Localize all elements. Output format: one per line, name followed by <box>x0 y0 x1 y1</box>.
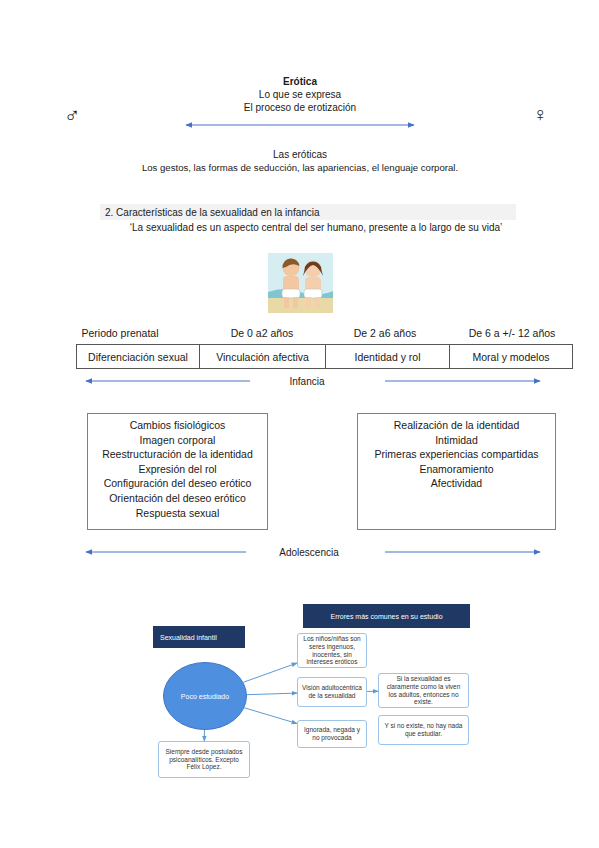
concept-box: Visión adultocéntrica de la sexualidad <box>297 677 367 707</box>
list-box: Cambios fisiológicosImagen corporalReest… <box>87 413 268 530</box>
concept-box: Si la sexualidad es claramente como la v… <box>378 673 469 708</box>
text-label: De 0 a2 años <box>202 327 322 340</box>
child-leg <box>284 297 289 308</box>
gender-symbol: ♀ <box>520 102 560 126</box>
child-diaper <box>282 289 300 298</box>
text-label: Adolescencia <box>249 546 369 559</box>
node-text: Si la sexualidad es claramente como la v… <box>382 675 465 705</box>
text-label: Erótica <box>150 75 450 88</box>
concept-box: Los niños/niñas son seres ingenuos, inoc… <box>297 633 367 668</box>
node-text: Configuración del deseo erótico <box>104 476 252 491</box>
child-head <box>305 261 322 278</box>
child-body <box>305 277 321 292</box>
node-text: 2. Características de la sexualidad en l… <box>105 207 320 218</box>
connector-arrow <box>244 708 297 724</box>
concept-box: Ignorada, negada y no provocada <box>297 720 367 748</box>
child-hair <box>303 262 323 277</box>
concept-ellipse: Poco estudiado <box>163 662 247 730</box>
text-label: Los gestos, las formas de seducción, las… <box>20 161 580 174</box>
connector-arrow <box>247 693 297 695</box>
text-label: El proceso de erotización <box>150 101 450 114</box>
timeline-arrow <box>86 381 250 382</box>
text-label: Infancia <box>247 375 367 388</box>
text-label: De 6 a +/- 12 años <box>447 327 577 340</box>
node-text: Errores más comunes en su estudio <box>330 613 442 620</box>
text-label: Las eróticas <box>150 148 450 161</box>
illustration-ground <box>268 298 333 313</box>
child-body <box>283 276 299 292</box>
child-diaper <box>304 289 322 298</box>
double-arrow <box>186 125 414 126</box>
text-label: Lo que se expresa <box>150 88 450 101</box>
heading-box: Errores más comunes en su estudio <box>303 604 470 628</box>
node-text: Orientación del deseo erótico <box>109 491 246 506</box>
node-text: Identidad y rol <box>355 351 421 363</box>
list-box: Realización de la identidadIntimidadPrim… <box>357 413 556 530</box>
text-label: De 2 a6 años <box>325 327 445 340</box>
child-head <box>283 260 300 277</box>
node-text: Vinculación afectiva <box>216 351 309 363</box>
node-text: Poco estudiado <box>181 693 229 700</box>
text-label: ‘La sexualidad es un aspecto central del… <box>120 221 512 234</box>
child-leg <box>293 297 298 308</box>
node-text: Respuesta sexual <box>136 506 219 521</box>
illustration-water <box>268 289 333 298</box>
node-text: Visión adultocéntrica de la sexualidad <box>301 684 363 699</box>
node-text: Diferenciación sexual <box>88 351 188 363</box>
stage-cell: Identidad y rol <box>325 344 450 369</box>
ellipse-fill <box>164 663 247 730</box>
child-leg <box>315 297 320 308</box>
concept-box: Y si no existe, no hay nada que estudiar… <box>378 715 469 745</box>
node-text: Sexualidad infantil <box>160 634 217 641</box>
concept-box: Siempre desde postulados psicoanalíticos… <box>158 741 250 778</box>
text-label: Periodo prenatal <box>60 327 180 340</box>
node-text: Expresión del rol <box>138 462 216 477</box>
child-hair <box>282 258 299 268</box>
node-text: Realización de la identidad <box>394 418 520 433</box>
node-text: Enamoramiento <box>419 462 493 477</box>
section-heading-band: 2. Características de la sexualidad en l… <box>100 204 516 220</box>
timeline-arrow <box>86 552 246 553</box>
node-text: Moral y modelos <box>472 351 549 363</box>
node-text: Afectividad <box>431 476 482 491</box>
children-illustration <box>268 253 333 313</box>
timeline-arrow <box>385 381 540 382</box>
node-text: Siempre desde postulados psicoanalíticos… <box>162 748 246 771</box>
node-text: Primeras experiencias compartidas <box>375 447 539 462</box>
stage-cell: Diferenciación sexual <box>76 344 200 369</box>
node-text: Imagen corporal <box>140 433 216 448</box>
stage-cell: Vinculación afectiva <box>199 344 326 369</box>
illustration-background <box>268 253 333 313</box>
node-text: Ignorada, negada y no provocada <box>301 726 363 741</box>
node-text: Cambios fisiológicos <box>130 418 226 433</box>
gender-symbol: ♂ <box>52 104 92 128</box>
child-leg <box>306 297 311 308</box>
node-text: Y si no existe, no hay nada que estudiar… <box>382 722 465 737</box>
connector-arrow <box>367 691 378 692</box>
stage-cell: Moral y modelos <box>449 344 573 369</box>
connector-arrow <box>243 663 297 682</box>
heading-box: Sexualidad infantil <box>153 626 245 648</box>
node-text: Reestructuración de la identidad <box>102 447 253 462</box>
connector-arrow <box>204 730 205 741</box>
node-text: Intimidad <box>435 433 478 448</box>
node-text: Los niños/niñas son seres ingenuos, inoc… <box>301 635 363 665</box>
timeline-arrow <box>385 552 540 553</box>
